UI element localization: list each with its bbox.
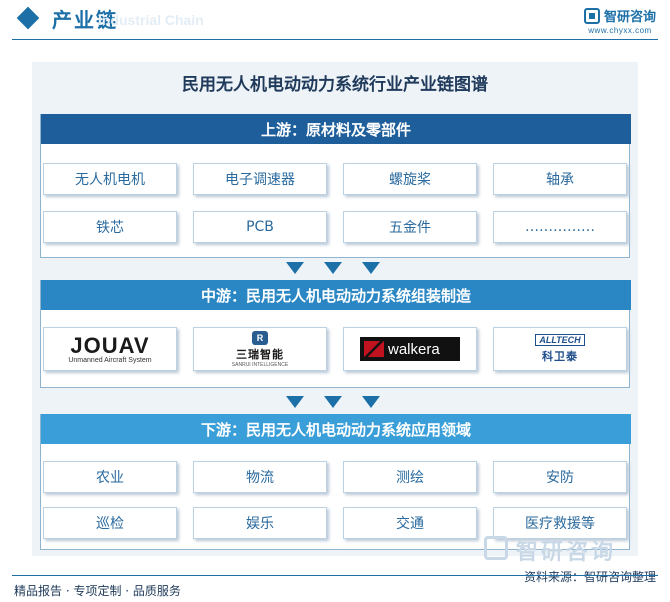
upstream-item: 轴承 — [493, 163, 627, 195]
company-logo-sanrui: R 三瑞智能 SANRUI INTELLIGENCE — [193, 327, 327, 371]
flow-arrows-2 — [32, 396, 638, 410]
footer-tagline: 精品报告 · 专项定制 · 品质服务 — [14, 584, 181, 598]
diagram-frame: 民用无人机电动动力系统行业产业链图谱 上游：原材料及零部件 无人机电机 电子调速… — [32, 62, 638, 556]
brand: 智研咨询 www.chyxx.com — [583, 6, 656, 35]
upstream-item: 无人机电机 — [43, 163, 177, 195]
upstream-item: 五金件 — [343, 211, 477, 243]
upstream-heading: 上游：原材料及零部件 — [41, 114, 631, 144]
arrow-down-icon — [324, 396, 342, 408]
downstream-section: 下游：民用无人机电动动力系统应用领域 农业 物流 测绘 安防 巡检 娱乐 交通 … — [40, 414, 631, 550]
upstream-item: 螺旋桨 — [343, 163, 477, 195]
arrow-down-icon — [286, 262, 304, 274]
header: 产业链 Industrial Chain 智研咨询 www.chyxx.com — [0, 0, 670, 42]
jouav-wordmark: JOUAV — [70, 332, 150, 358]
source-note: 资料来源：智研咨询整理 — [523, 570, 656, 584]
downstream-item: 医疗救援等 — [493, 507, 627, 539]
walkera-mark-icon — [364, 341, 384, 357]
upstream-item: PCB — [193, 211, 327, 243]
sanrui-subtitle: SANRUI INTELLIGENCE — [231, 361, 289, 368]
page-title: 产业链 — [52, 8, 118, 32]
upstream-item: 铁芯 — [43, 211, 177, 243]
watermark-logo-icon — [484, 536, 508, 560]
diagram-title: 民用无人机电动动力系统行业产业链图谱 — [182, 75, 488, 95]
watermark-text: 智研咨询 — [516, 540, 617, 565]
walkera-wordmark: walkera — [388, 340, 440, 358]
diamond-icon — [16, 6, 40, 30]
brand-logo-icon — [583, 7, 600, 24]
footer-divider — [12, 575, 658, 576]
downstream-item: 安防 — [493, 461, 627, 493]
arrow-down-icon — [324, 262, 342, 274]
brand-name: 智研咨询 — [603, 10, 656, 25]
company-logo-alltech: ALLTECH 科卫泰 — [493, 327, 627, 371]
downstream-item: 农业 — [43, 461, 177, 493]
flow-arrows-1 — [32, 262, 638, 276]
downstream-heading: 下游：民用无人机电动动力系统应用领域 — [41, 414, 631, 444]
sanrui-name: 三瑞智能 — [236, 347, 284, 361]
midstream-section: 中游：民用无人机电动动力系统组装制造 JOUAV Unmanned Aircra… — [40, 280, 631, 388]
company-logo-walkera: walkera — [343, 327, 477, 371]
header-divider — [12, 39, 658, 40]
brand-url: www.chyxx.com — [588, 26, 652, 35]
midstream-heading: 中游：民用无人机电动动力系统组装制造 — [41, 280, 631, 310]
arrow-down-icon — [286, 396, 304, 408]
downstream-item: 测绘 — [343, 461, 477, 493]
sanrui-mark-icon: R — [252, 330, 268, 345]
upstream-item: …………… — [493, 211, 627, 243]
upstream-item: 电子调速器 — [193, 163, 327, 195]
downstream-item: 巡检 — [43, 507, 177, 539]
downstream-item: 交通 — [343, 507, 477, 539]
arrow-down-icon — [362, 396, 380, 408]
downstream-item: 娱乐 — [193, 507, 327, 539]
downstream-item: 物流 — [193, 461, 327, 493]
arrow-down-icon — [362, 262, 380, 274]
alltech-wordmark: ALLTECH — [535, 334, 585, 346]
upstream-section: 上游：原材料及零部件 无人机电机 电子调速器 螺旋桨 轴承 铁芯 PCB 五金件… — [40, 114, 631, 258]
alltech-name: 科卫泰 — [541, 350, 578, 363]
jouav-subtitle: Unmanned Aircraft System — [68, 356, 152, 364]
company-logo-jouav: JOUAV Unmanned Aircraft System — [43, 327, 177, 371]
ghost-subtitle: Industrial Chain — [98, 12, 204, 28]
